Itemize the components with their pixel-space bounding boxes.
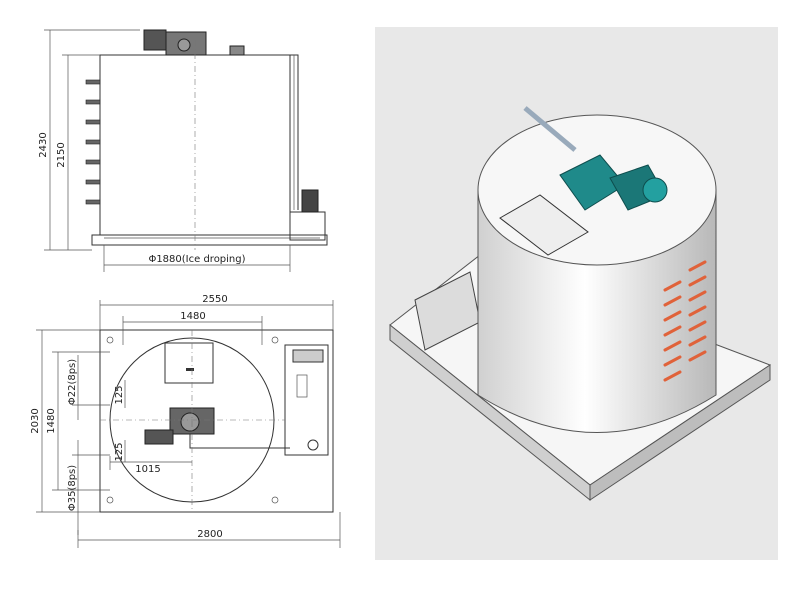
- base-frame: [91, 234, 328, 246]
- dim-width-base: 2800: [197, 529, 222, 540]
- dim-offset-c: 1015: [135, 464, 160, 475]
- render-view: [375, 27, 778, 560]
- pump-box: [289, 211, 326, 241]
- top-pipe: [189, 434, 290, 449]
- top-motor: [144, 429, 174, 445]
- dim-width-inner: 1480: [180, 311, 205, 322]
- front-view: 2430 2150 Φ1880(Ice droping): [38, 29, 328, 272]
- dim-height-frame: 2030: [30, 408, 41, 433]
- pump-motor: [301, 189, 319, 213]
- top-frame: [99, 329, 334, 513]
- dim-height-total: 2430: [38, 132, 49, 157]
- dim-diameter: Φ1880(Ice droping): [148, 254, 245, 265]
- dim-offset-a: 125: [114, 385, 125, 404]
- render-heater-rods: [663, 260, 707, 382]
- dim-pipe-large: Φ35(8ps): [67, 465, 78, 511]
- render-pipe: [523, 106, 577, 152]
- side-pipe: [290, 54, 299, 210]
- front-motor: [143, 29, 167, 51]
- top-hatch: [164, 342, 214, 384]
- dim-width-frame: 2550: [202, 294, 227, 305]
- dim-height-inner: 1480: [46, 408, 57, 433]
- dim-height-body: 2150: [56, 142, 67, 167]
- render-hatch: [499, 194, 589, 256]
- front-nozzles: [85, 79, 101, 205]
- dim-pipe-small: Φ22(8ps): [67, 359, 78, 405]
- top-view: 2550 1480 2030 1480 Φ22(8ps) Φ35(8ps) 12…: [30, 294, 341, 548]
- top-pump-box: [284, 344, 329, 456]
- dim-offset-b: 125: [114, 442, 125, 461]
